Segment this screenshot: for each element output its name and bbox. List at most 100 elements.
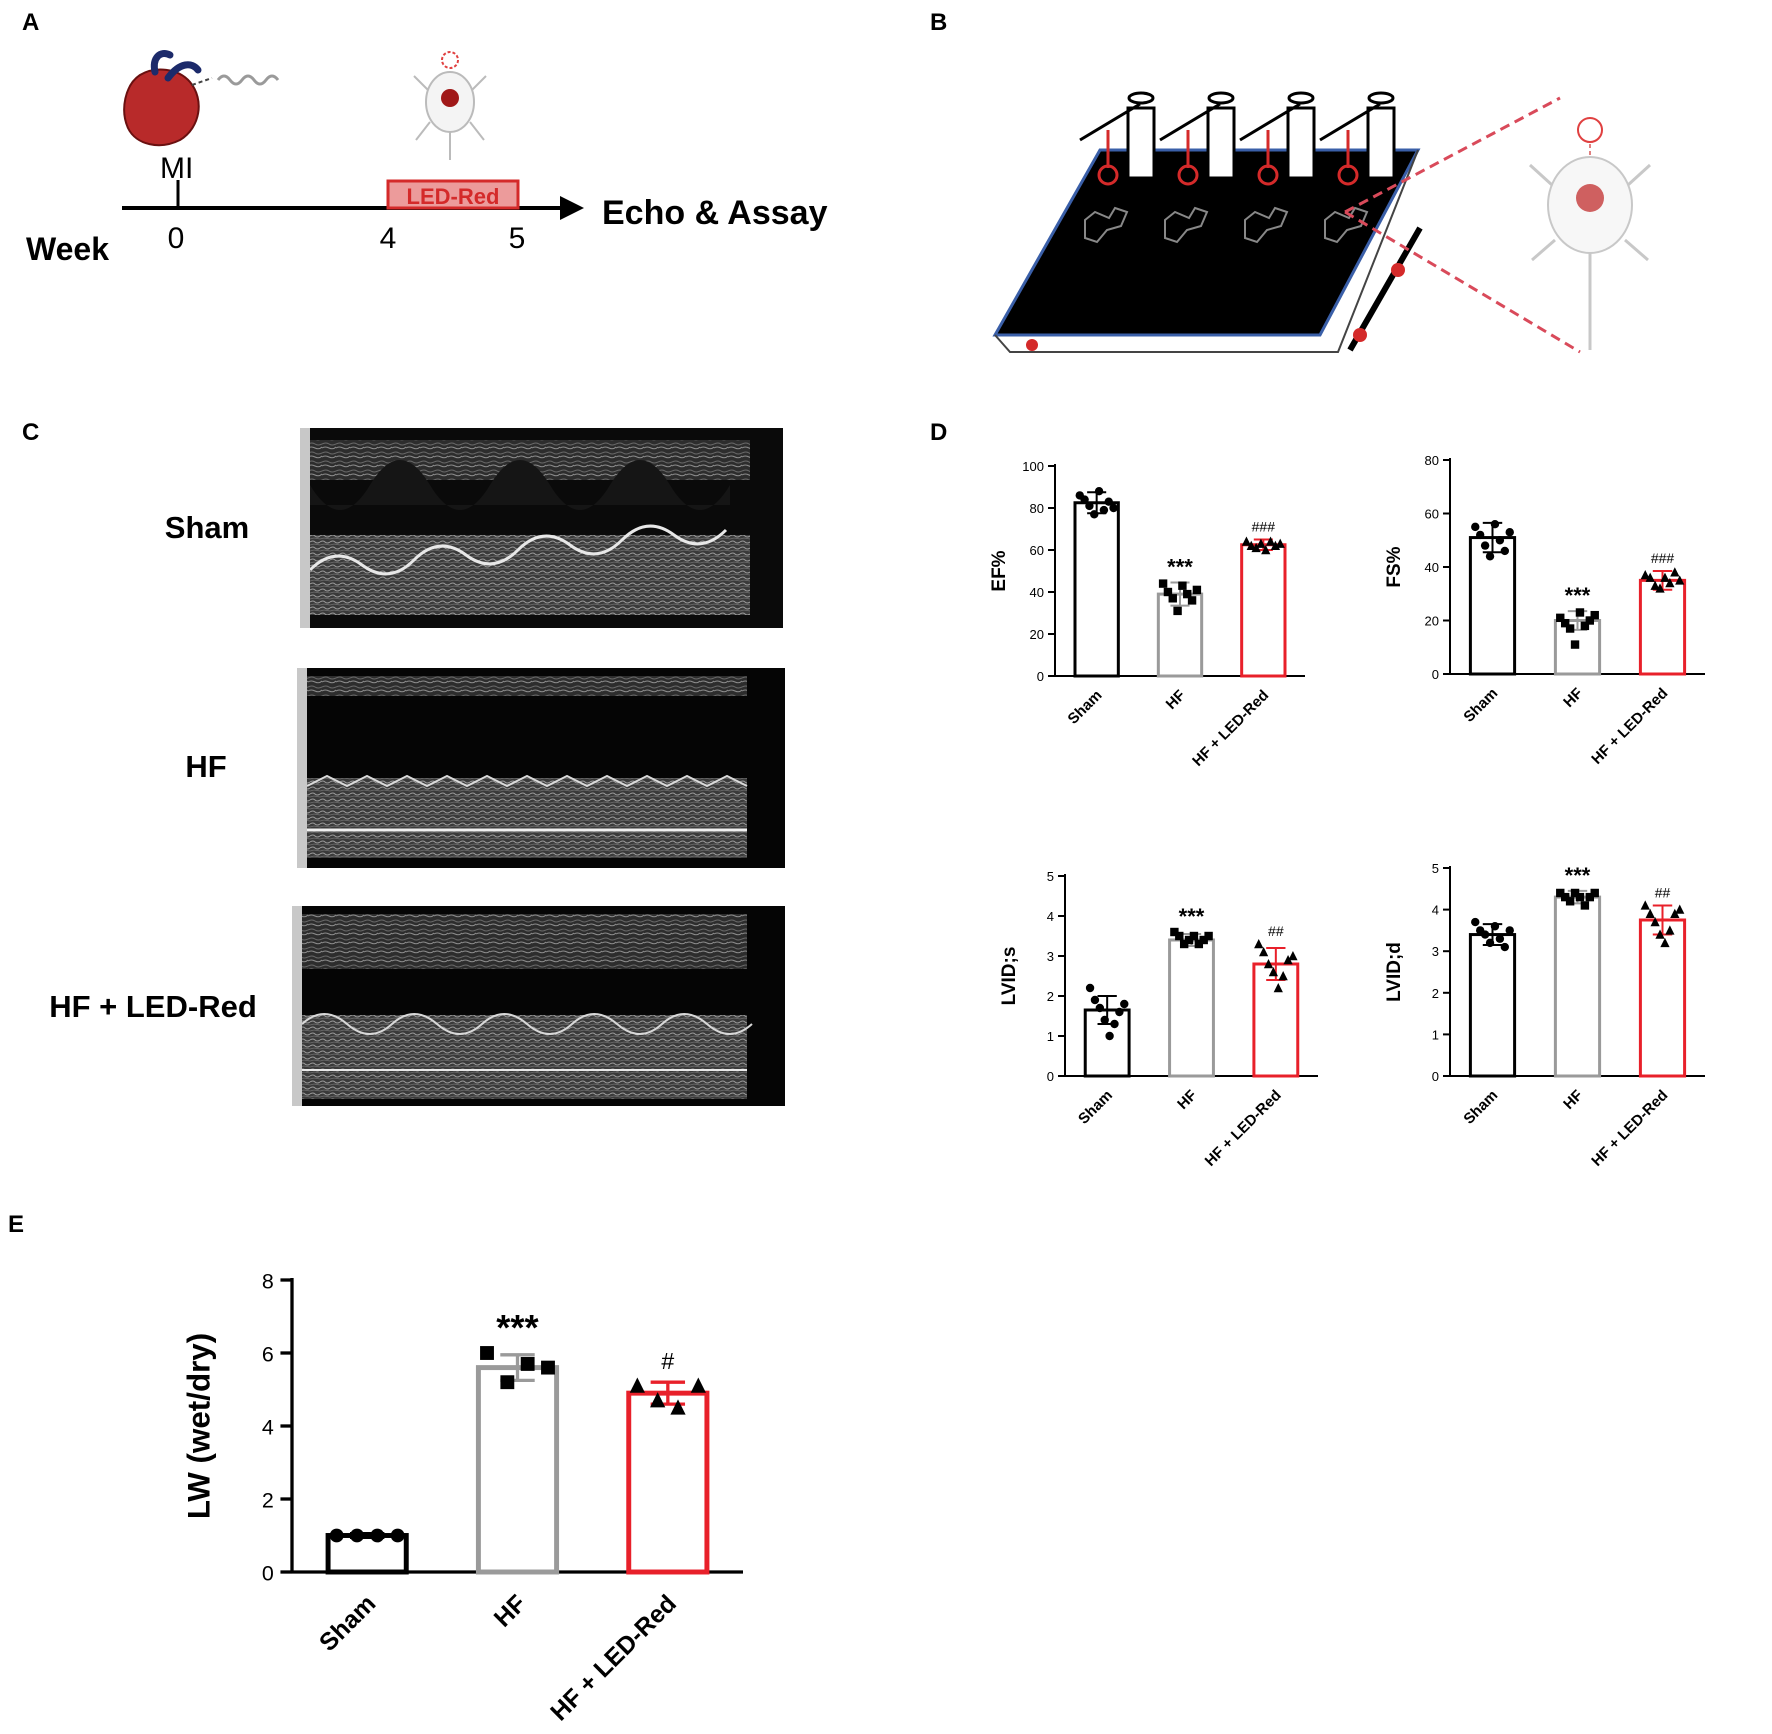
- tick-label-5: 5: [509, 222, 526, 255]
- data-point: [1645, 572, 1655, 582]
- data-point: [1194, 939, 1204, 949]
- echo-row-label-hf: HF: [185, 749, 226, 784]
- data-point: [1505, 926, 1514, 935]
- data-point: [1192, 585, 1202, 595]
- y-tick-label: 40: [1425, 560, 1439, 575]
- data-point: [1500, 942, 1510, 952]
- category-label: Sham: [1075, 1087, 1116, 1128]
- data-point: [1645, 908, 1655, 918]
- heart-icon: [123, 50, 213, 147]
- data-point: [1163, 587, 1173, 597]
- y-axis-label: LVID;d: [1384, 942, 1405, 1002]
- data-point: [1675, 575, 1685, 585]
- led-red-label: LED-Red: [407, 184, 500, 209]
- data-point: [1085, 501, 1094, 511]
- data-point: [1640, 569, 1650, 580]
- data-point: [1090, 995, 1100, 1005]
- bar-0: [1468, 933, 1517, 1078]
- y-tick-label: 2: [262, 1488, 274, 1512]
- data-point: [520, 1357, 535, 1371]
- y-axis-label: FS%: [1384, 546, 1405, 587]
- y-tick-label: 20: [1030, 627, 1044, 642]
- y-tick-label: 2: [1047, 989, 1054, 1004]
- data-point: [1099, 505, 1109, 515]
- data-point: [1660, 937, 1670, 948]
- mouse-irradiation-icon: [1528, 117, 1652, 350]
- y-tick-label: 40: [1030, 585, 1044, 600]
- data-point: [1204, 931, 1213, 941]
- data-point: [1199, 935, 1208, 945]
- wave-icon: [216, 74, 280, 86]
- y-tick-label: 3: [1432, 944, 1439, 959]
- data-point: [1580, 901, 1590, 910]
- data-point: [1115, 1007, 1124, 1017]
- data-point: [1170, 927, 1179, 937]
- data-point: [1640, 900, 1650, 910]
- panel-a-timeline: MI LED-Red Week 0 4 5 Echo & Assay: [26, 50, 828, 267]
- panel-c-echo: Sham HF HF + LED-Red: [49, 428, 785, 1106]
- data-point: [1560, 618, 1570, 628]
- y-tick-label: 8: [262, 1269, 274, 1293]
- data-point: [1575, 892, 1585, 902]
- tick-label-4: 4: [380, 222, 397, 255]
- significance-label: #: [661, 1348, 674, 1374]
- data-point: [1590, 610, 1599, 620]
- y-tick-label: 1: [1432, 1027, 1439, 1042]
- bar-0: [1083, 1008, 1131, 1078]
- y-tick-label: 80: [1425, 453, 1439, 468]
- data-point: [1263, 958, 1274, 969]
- light-rack-icon: [992, 91, 1581, 354]
- data-point: [1258, 946, 1269, 957]
- y-tick-label: 0: [1432, 667, 1439, 682]
- category-label: HF: [1560, 685, 1586, 711]
- echo-row-label-hf-led: HF + LED-Red: [49, 989, 257, 1024]
- data-point: [1256, 538, 1266, 548]
- category-label: HF: [1163, 687, 1189, 713]
- data-point: [541, 1360, 555, 1375]
- data-point: [1251, 542, 1261, 553]
- panel-letter-a: A: [22, 9, 39, 36]
- y-axis-label: EF%: [989, 550, 1010, 591]
- y-tick-label: 0: [1432, 1069, 1439, 1084]
- data-point: [1480, 541, 1490, 550]
- significance-label: ***: [1179, 904, 1205, 929]
- y-axis-label: LW (wet/dry): [182, 1333, 217, 1519]
- data-point: [629, 1377, 645, 1393]
- category-label: HF + LED-Red: [1202, 1087, 1285, 1170]
- data-point: [1175, 931, 1184, 941]
- category-label: HF: [1174, 1087, 1200, 1113]
- data-point: [1268, 966, 1279, 977]
- data-point: [1500, 546, 1510, 556]
- data-point: [1665, 925, 1675, 935]
- data-point: [1495, 934, 1505, 943]
- data-point: [1184, 935, 1194, 945]
- data-point: [1485, 552, 1495, 561]
- y-tick-label: 60: [1030, 543, 1044, 558]
- category-label: Sham: [1460, 685, 1501, 726]
- data-point: [1565, 897, 1575, 906]
- echo-assay-label: Echo & Assay: [602, 194, 828, 232]
- y-tick-label: 1: [1047, 1029, 1054, 1044]
- bar-2: [626, 1390, 710, 1575]
- data-point: [1485, 938, 1495, 948]
- y-tick-label: 0: [1037, 669, 1044, 684]
- y-tick-label: 4: [1047, 909, 1054, 924]
- data-point: [1670, 567, 1680, 577]
- bar-1: [1168, 938, 1215, 1078]
- significance-label: ###: [1252, 519, 1276, 535]
- y-tick-label: 60: [1425, 507, 1439, 522]
- category-label: HF + LED-Red: [1588, 1087, 1671, 1170]
- data-point: [1556, 613, 1565, 623]
- data-point: [1095, 1003, 1105, 1013]
- data-point: [1660, 572, 1670, 582]
- data-point: [1080, 495, 1089, 504]
- data-point: [1085, 983, 1095, 993]
- significance-label: ##: [1268, 923, 1284, 939]
- data-point: [1675, 904, 1685, 914]
- significance-label: ##: [1655, 884, 1671, 900]
- data-point: [1670, 908, 1680, 918]
- y-tick-label: 4: [262, 1415, 274, 1439]
